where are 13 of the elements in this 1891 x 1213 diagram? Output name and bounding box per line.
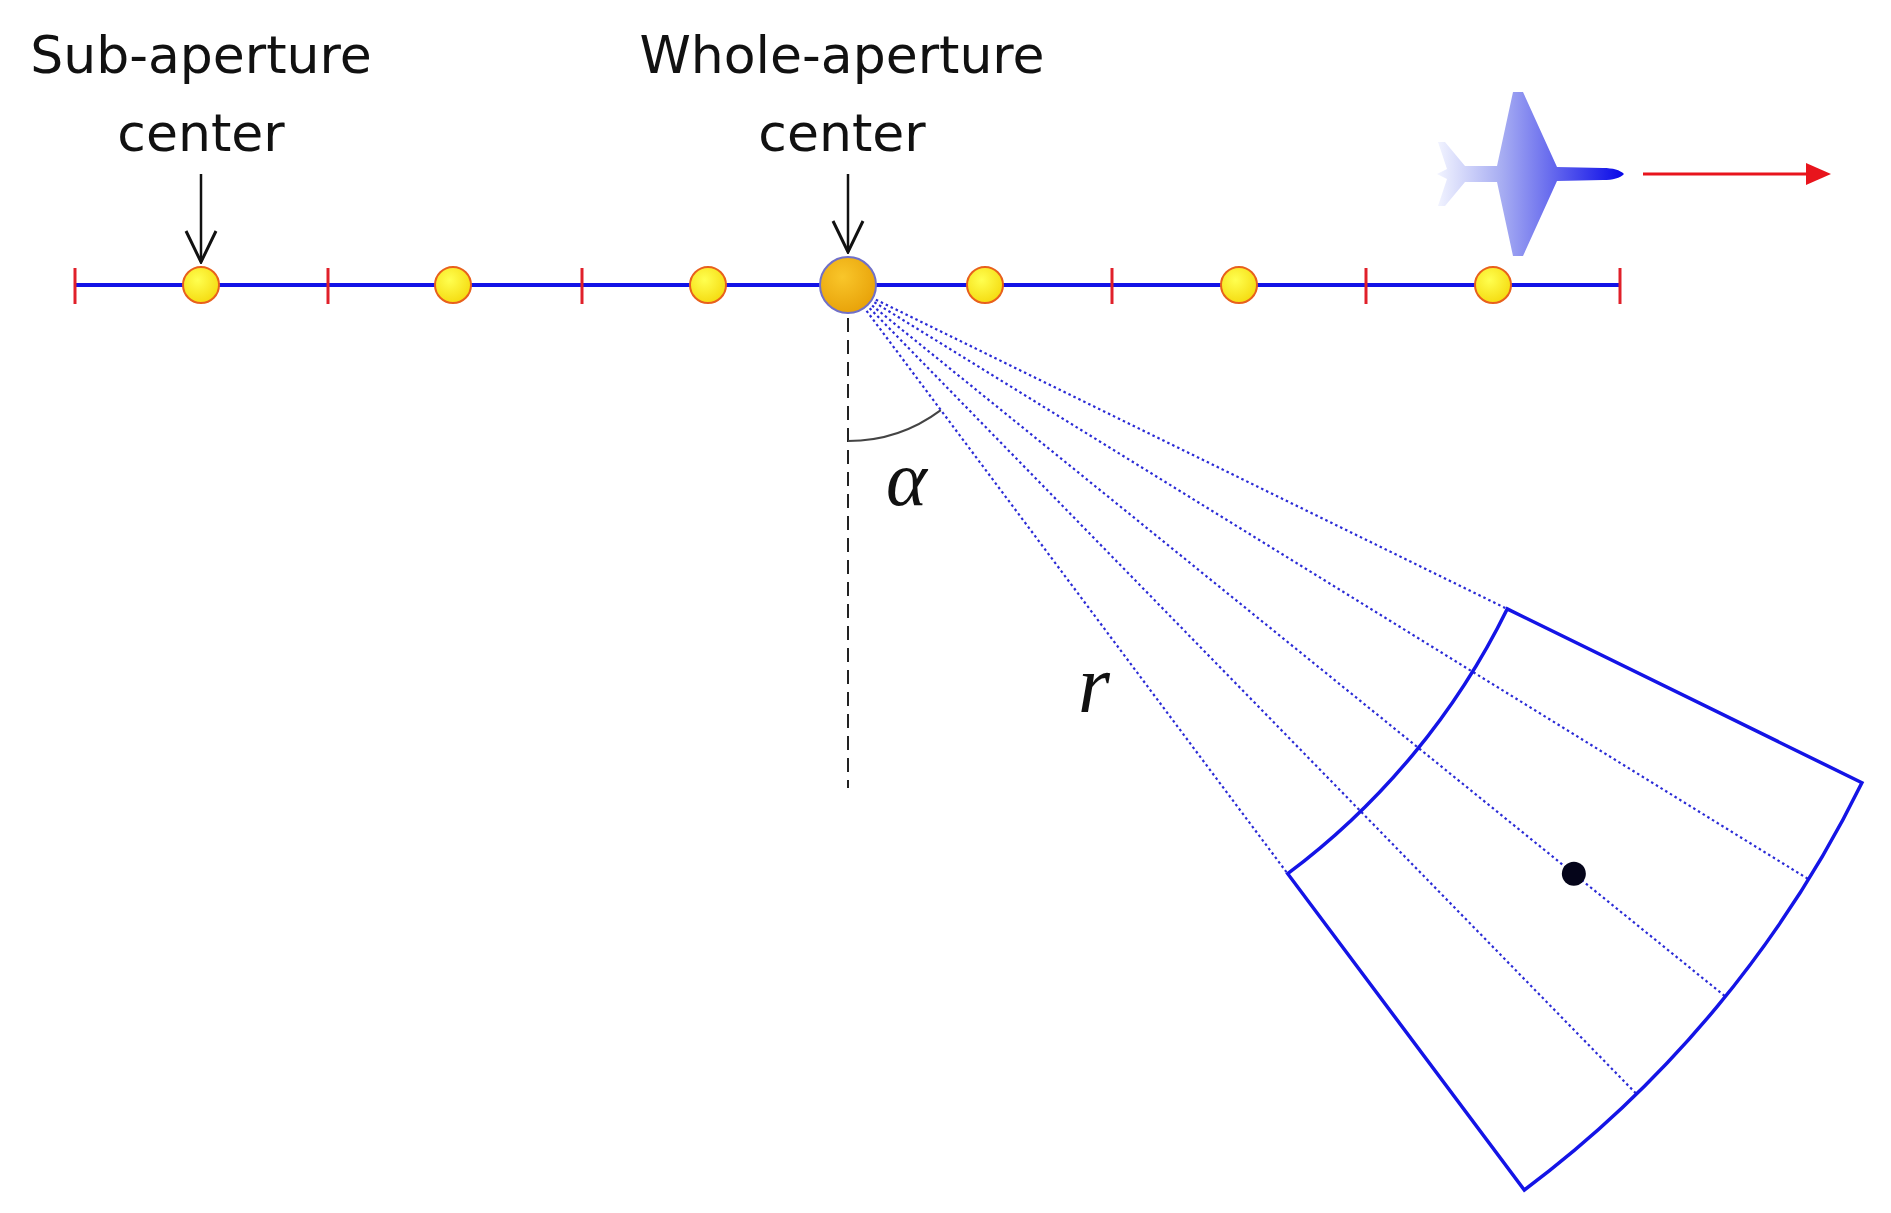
callout-label: Sub-aperture center [28, 16, 374, 172]
aperture-center-dot [182, 266, 220, 304]
aperture-center-dot [1474, 266, 1512, 304]
leader-arrow [184, 174, 218, 264]
whole-aperture-center-dot [819, 256, 877, 314]
leader-arrow [831, 174, 865, 254]
angle-symbol: α [886, 440, 927, 518]
aperture-center-dot [966, 266, 1004, 304]
callout-label: Whole-aperture center [637, 16, 1047, 172]
aperture-center-dot [434, 266, 472, 304]
aperture-center-dot [1220, 266, 1258, 304]
range-symbol: r [1078, 644, 1110, 726]
aperture-center-dot [689, 266, 727, 304]
